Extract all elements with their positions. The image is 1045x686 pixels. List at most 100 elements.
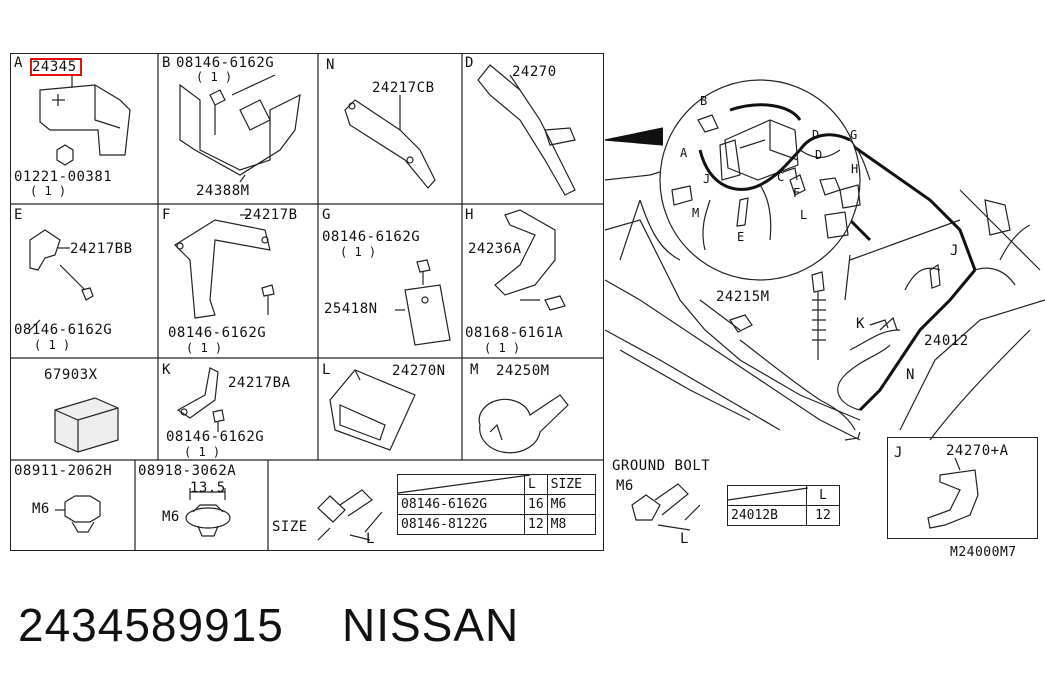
zoom-label-m: M	[692, 206, 700, 220]
table-row: 24012B 12	[727, 505, 840, 526]
zoom-wires	[702, 139, 871, 251]
cell-g-fastener[interactable]: 08146-6162G	[322, 229, 421, 245]
spec-header-l: L	[524, 474, 548, 495]
brand-name: NISSAN	[342, 599, 520, 651]
table-row: 08146-8122G 12 M8	[397, 514, 597, 535]
ground-table-value: 12	[806, 505, 840, 526]
part-a-drawing	[39, 74, 131, 166]
part-b-drawing	[179, 74, 301, 183]
cell-f-letter: F	[162, 207, 171, 223]
ground-table-part[interactable]: 24012B	[727, 505, 807, 526]
cell-a-part[interactable]: 24345	[32, 59, 77, 75]
parts-grid	[10, 53, 604, 551]
nut1-part[interactable]: 08911-2062H	[14, 463, 113, 479]
cell-h-part[interactable]: 24236A	[468, 241, 522, 257]
bolt-l-label: L	[366, 531, 375, 547]
zoom-label-h: H	[851, 162, 859, 176]
spec-row-part[interactable]: 08146-8122G	[397, 514, 525, 535]
cell-f-qty: ( 1 )	[186, 341, 223, 355]
part-h-drawing	[494, 209, 566, 311]
cell-a-qty: ( 1 )	[30, 184, 67, 198]
cell-f-fastener[interactable]: 08146-6162G	[168, 325, 267, 341]
cell-m-part[interactable]: 24250M	[496, 363, 550, 379]
cell-h-fastener[interactable]: 08168-6161A	[465, 325, 564, 341]
spec-header-size: SIZE	[546, 474, 597, 495]
label-k: K	[856, 316, 865, 332]
spec-row-size: M8	[546, 514, 597, 535]
part-l-drawing	[329, 369, 416, 451]
highlight-box	[30, 58, 82, 76]
cell-g-qty: ( 1 )	[340, 245, 377, 259]
cell-e-letter: E	[14, 207, 23, 223]
ground-table: L 24012B 12	[727, 485, 840, 526]
cell-g-letter: G	[322, 207, 331, 223]
zoom-detail	[671, 114, 861, 239]
part-j-drawing	[927, 457, 979, 529]
detail-j-part[interactable]: 24270+A	[946, 443, 1009, 459]
nut2-part[interactable]: 08918-3062A	[138, 463, 237, 479]
spec-table-header: L SIZE	[397, 474, 597, 495]
cell-f-part[interactable]: 24217B	[244, 207, 298, 223]
nut2-drawing	[185, 488, 231, 537]
cell-l-part[interactable]: 24270N	[392, 363, 446, 379]
part-m-drawing	[478, 394, 569, 454]
cell-k-part[interactable]: 24217BA	[228, 375, 291, 391]
cell-n-letter: N	[326, 57, 335, 73]
label-24215m[interactable]: 24215M	[716, 289, 770, 305]
spec-row-l: 12	[524, 514, 548, 535]
cell-l-letter: L	[322, 362, 331, 378]
cell-d-part[interactable]: 24270	[512, 64, 557, 80]
ground-bolt-drawing	[631, 483, 701, 531]
cell-e-part[interactable]: 24217BB	[70, 241, 133, 257]
nut2-dim: 13.5	[190, 480, 226, 496]
part-number-title: 2434589915	[18, 599, 284, 651]
part-k-drawing	[176, 367, 225, 432]
spec-row-l: 16	[524, 494, 548, 515]
label-n: N	[906, 367, 915, 383]
part-n-drawing	[344, 95, 436, 189]
ground-table-corner	[727, 485, 807, 506]
cell-a-letter: A	[14, 55, 23, 71]
ground-bolt-size: M6	[616, 478, 634, 494]
zoom-label-f: F	[793, 186, 801, 200]
cell-b-qty: ( 1 )	[196, 70, 233, 84]
spec-row-part[interactable]: 08146-6162G	[397, 494, 525, 515]
nut2-size: M6	[162, 509, 180, 525]
zoom-label-c: C	[777, 170, 785, 184]
figure-code: M24000M7	[950, 545, 1017, 560]
cell-d-letter: D	[465, 55, 474, 71]
detail-j-box	[887, 437, 1038, 539]
cell-b-fastener[interactable]: 08146-6162G	[176, 55, 275, 71]
zoom-label-a: A	[680, 146, 688, 160]
ground-bolt-title: GROUND BOLT	[612, 458, 711, 474]
cell-67903x-part[interactable]: 67903X	[44, 367, 98, 383]
cell-h-letter: H	[465, 207, 474, 223]
zoom-label-d: D	[812, 128, 820, 142]
table-row: 08146-6162G 16 M6	[397, 494, 597, 515]
cell-k-fastener[interactable]: 08146-6162G	[166, 429, 265, 445]
part-g-drawing	[395, 259, 451, 346]
zoom-label-j: J	[703, 172, 711, 186]
cell-e-qty: ( 1 )	[34, 338, 71, 352]
wire-branches	[639, 199, 1031, 441]
cell-b-letter: B	[162, 55, 171, 71]
bolt-drawing	[317, 489, 383, 541]
ground-bolt-l: L	[680, 531, 689, 547]
part-f-drawing	[174, 214, 275, 319]
cell-k-letter: K	[162, 362, 171, 378]
nut1-drawing	[55, 495, 101, 533]
label-24012[interactable]: 24012	[924, 333, 969, 349]
part-d-drawing	[477, 64, 576, 196]
spec-table: L SIZE 08146-6162G 16 M6 08146-8122G 12 …	[397, 474, 597, 535]
cell-e-fastener[interactable]: 08146-6162G	[14, 322, 113, 338]
label-j: J	[950, 243, 959, 259]
spec-header-part	[397, 474, 525, 495]
cell-b-part[interactable]: 24388M	[196, 183, 250, 199]
cell-n-part[interactable]: 24217CB	[372, 80, 435, 96]
cell-g-part[interactable]: 25418N	[324, 301, 378, 317]
cell-m-letter: M	[470, 362, 479, 378]
cell-a-fastener[interactable]: 01221-00381	[14, 169, 113, 185]
table-row: L	[727, 485, 840, 506]
cell-h-qty: ( 1 )	[484, 341, 521, 355]
